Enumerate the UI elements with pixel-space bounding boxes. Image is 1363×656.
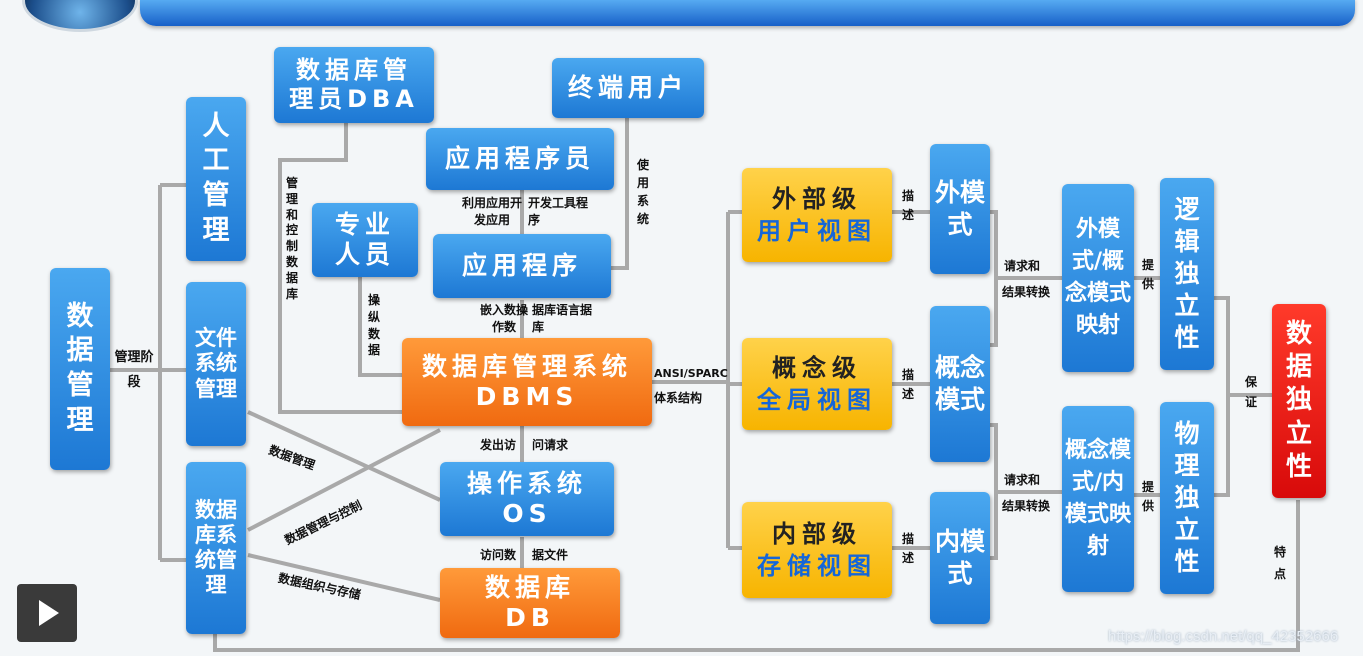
request-convert-label-1a: 请求和 [1004,259,1041,273]
internal-level-view: 存储视图 [757,552,877,580]
internal-level-title: 内部级 [772,519,862,548]
conceptual-level-title: 概念级 [772,353,862,382]
logical-independence-box: 逻辑独立性 [1160,178,1214,370]
play-button[interactable] [17,584,77,642]
guarantee-label: 保证 [1244,375,1257,410]
embed-left-label: 嵌入数操作数 [480,303,529,335]
management-stage-label: 管理阶段 [114,350,154,390]
play-icon [39,600,59,626]
request-convert-label-2a: 请求和 [1004,473,1041,487]
embed-right-label: 据库语言据库 [532,303,593,335]
data-management-box: 数据管理 [50,268,110,470]
dbms-title: 数据库管理系统 [421,352,632,381]
feature-label: 特点 [1273,545,1286,581]
provide-label-1: 提供 [1141,258,1154,292]
provide-label-2: 提供 [1141,480,1154,514]
application-box: 应用程序 [433,234,611,298]
data-independence-box: 数据独立性 [1272,304,1326,498]
end-user-box: 终端用户 [552,58,704,118]
watermark: https://blog.csdn.net/qq_42352666 [1108,628,1339,645]
dbms-box: 数据库管理系统 DBMS [402,338,652,426]
ansi-sparc-label: ANSI/SPARC [654,367,728,380]
request-os-right-label: 问请求 [532,438,569,452]
db-box: 数据库 DB [440,568,620,638]
os-box: 操作系统 OS [440,462,614,536]
external-level-box: 外部级 用户视图 [742,168,892,262]
db-abbr: DB [505,603,555,632]
physical-independence-box: 物理独立性 [1160,402,1214,594]
dba-box: 数据库管理员DBA [274,47,434,123]
conceptual-schema-box: 概念模式 [930,306,990,462]
external-conceptual-mapping-box: 外模式/概念模式映射 [1062,184,1134,372]
describe-label-2: 描述 [901,368,914,402]
external-level-view: 用户视图 [757,217,877,245]
request-convert-label-2b: 结果转换 [1002,499,1051,513]
database-system-management-box: 数据库系统管理 [186,462,246,634]
describe-label-1: 描述 [901,189,914,223]
internal-level-box: 内部级 存储视图 [742,502,892,598]
architecture-label: 体系结构 [654,391,703,405]
conceptual-level-view: 全局视图 [757,386,877,414]
manage-control-db-label: 管理和控制数据库 [285,176,298,301]
title-banner [140,0,1355,26]
request-os-left-label: 发出访 [480,438,517,452]
internal-schema-box: 内模式 [930,492,990,624]
dbms-abbr: DBMS [475,382,579,411]
describe-label-3: 描述 [901,532,914,566]
specialist-box: 专业人员 [312,203,418,277]
os-title: 操作系统 [466,469,587,498]
use-app-dev-right-label: 开发工具程序 [528,196,589,228]
app-programmer-box: 应用程序员 [426,128,614,190]
external-schema-box: 外模式 [930,144,990,274]
request-convert-label-1b: 结果转换 [1002,285,1051,299]
operate-data-label: 操纵数据 [367,293,380,358]
use-app-dev-left-label: 利用应用开发应用 [462,196,523,228]
conceptual-internal-mapping-box: 概念模式/内模式映射 [1062,406,1134,592]
conceptual-level-box: 概念级 全局视图 [742,338,892,430]
external-level-title: 外部级 [772,184,862,213]
db-title: 数据库 [484,573,575,602]
file-system-management-box: 文件系统管理 [186,282,246,446]
access-left-label: 访问数 [480,548,517,562]
access-right-label: 据文件 [532,548,569,562]
manual-management-box: 人工管理 [186,97,246,261]
use-system-label: 使用系统 [636,158,649,226]
os-abbr: OS [502,499,552,528]
